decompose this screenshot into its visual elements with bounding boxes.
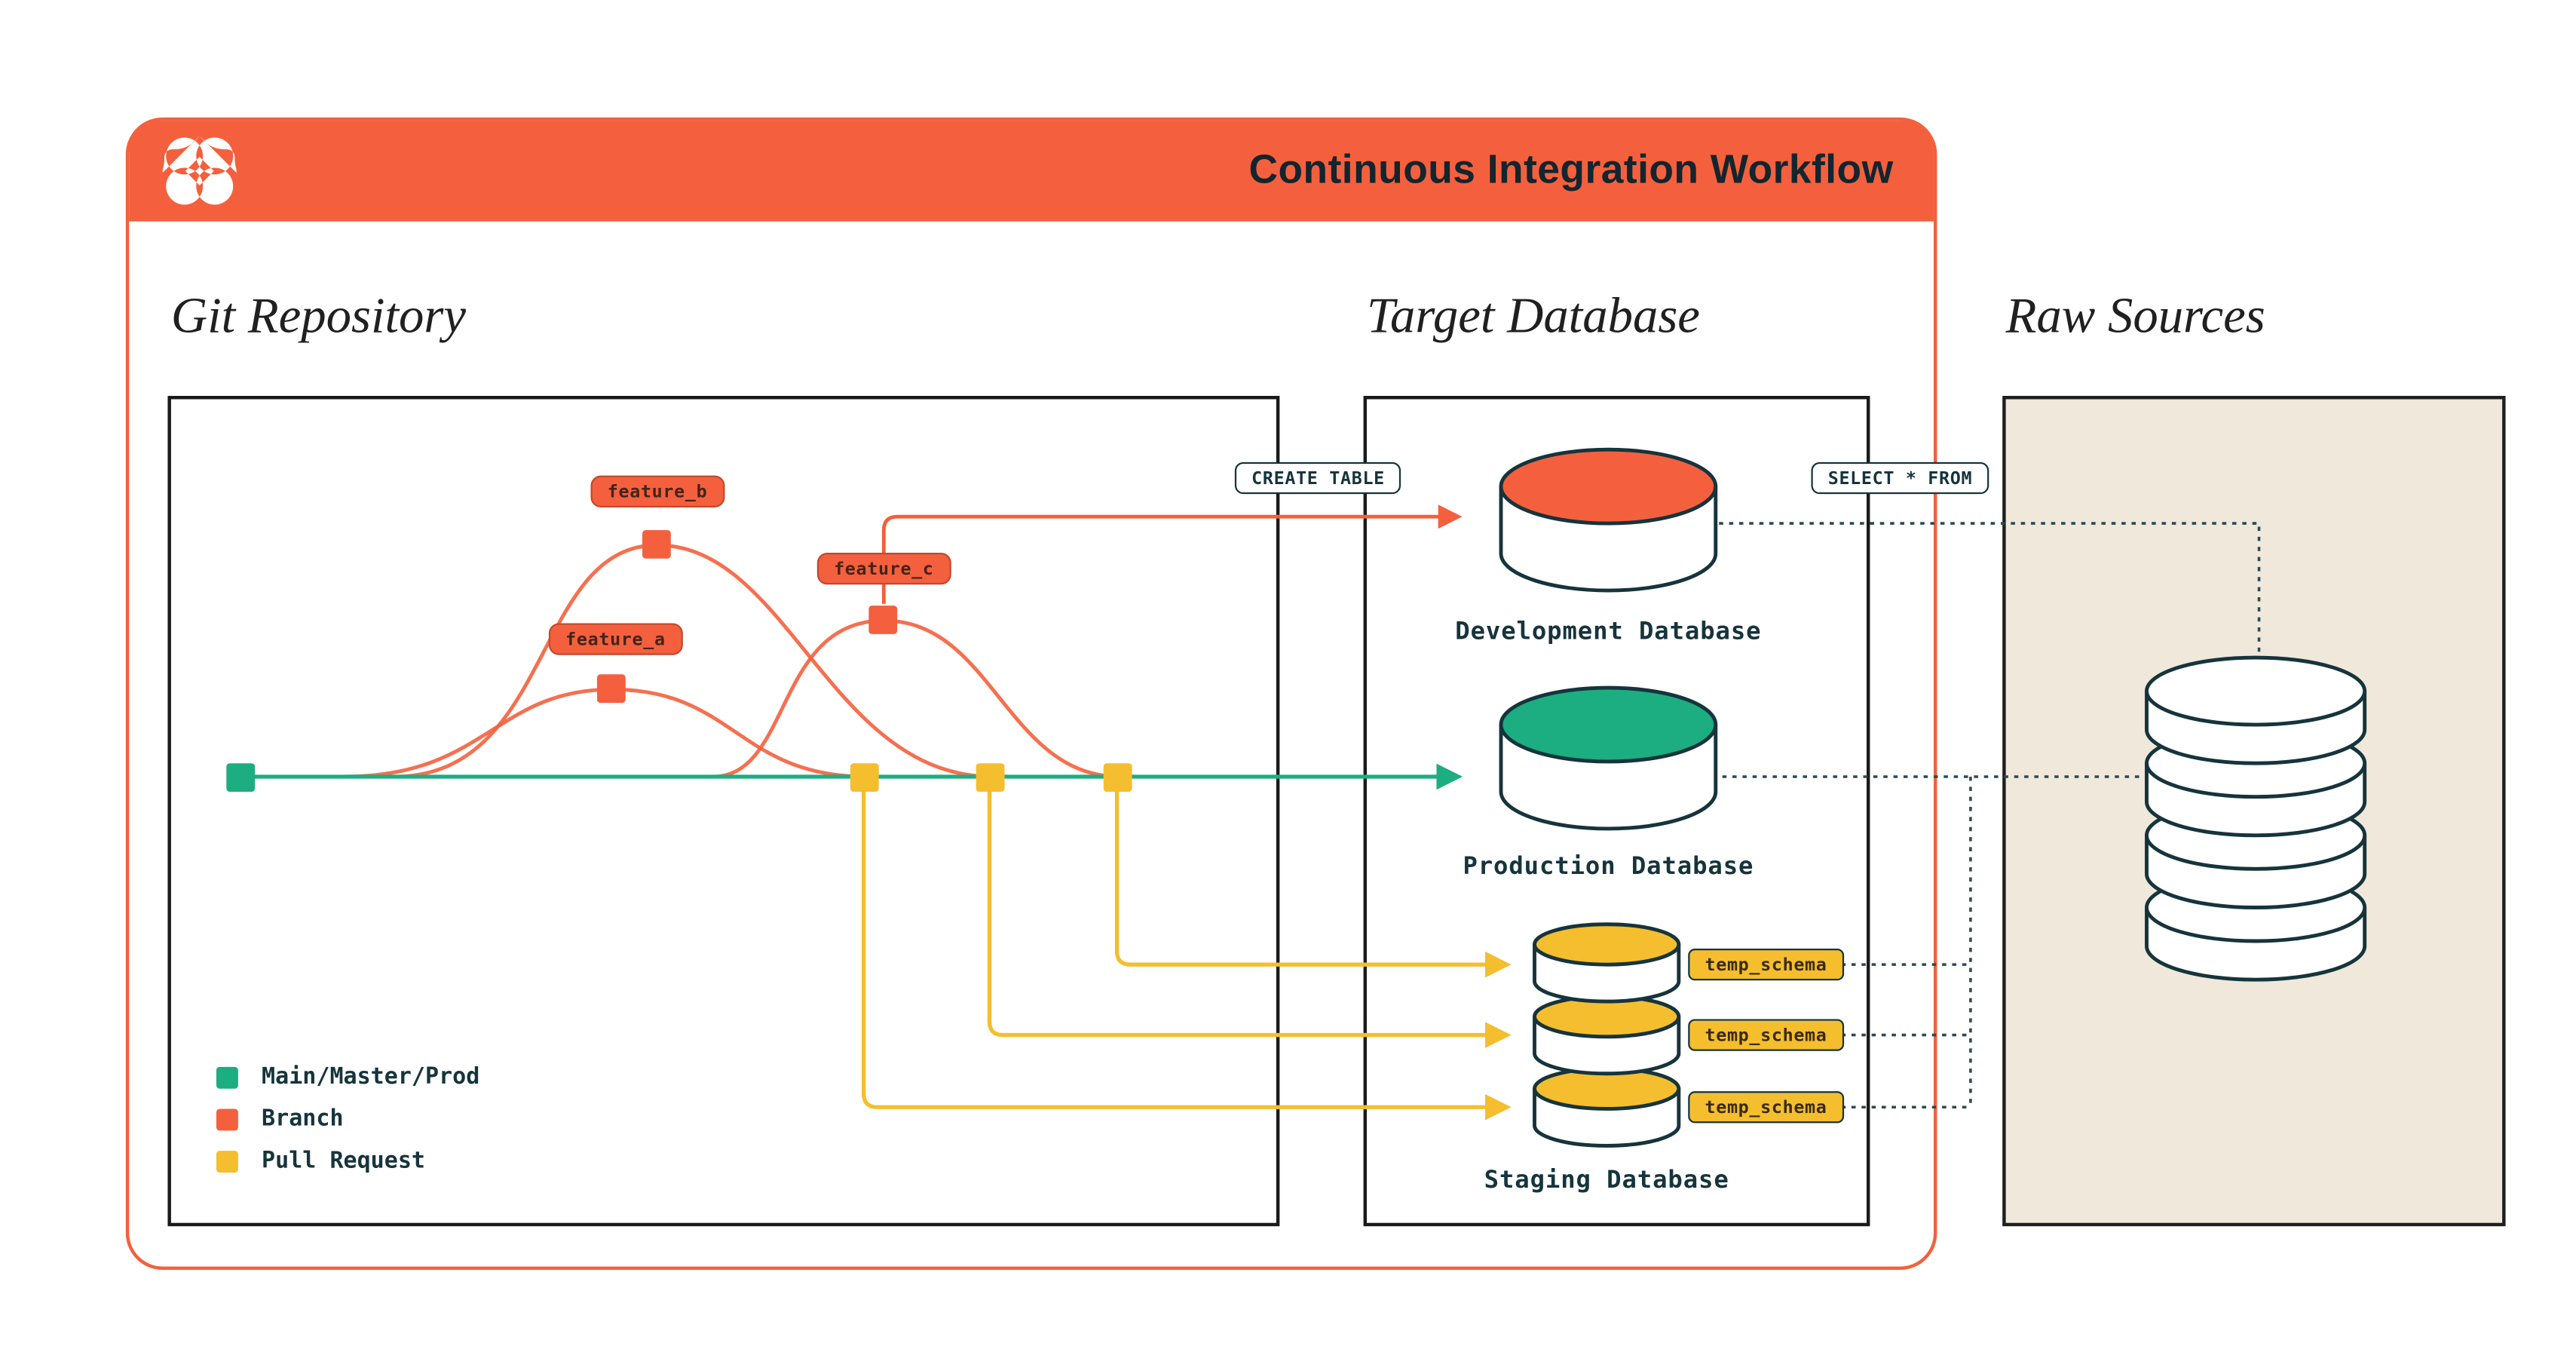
legend-item-branch: Branch xyxy=(216,1105,479,1133)
legend-swatch-branch xyxy=(216,1108,238,1130)
legend-label-main: Main/Master/Prod xyxy=(262,1063,480,1090)
feature-b-commit-square xyxy=(642,529,671,559)
legend-item-pull-request: Pull Request xyxy=(216,1147,479,1175)
legend-swatch-main xyxy=(216,1065,238,1088)
dev-to-raw-dotted-line xyxy=(1719,522,2261,658)
heading-target-database: Target Database xyxy=(1367,288,1700,345)
select-from-badge: SELECT * FROM xyxy=(1811,461,1989,495)
feature-c-commit-square xyxy=(868,606,898,634)
development-database-label: Development Database xyxy=(1455,618,1762,646)
workflow-header-bar: Continuous Integration Workflow xyxy=(129,121,1934,222)
heading-git-repository: Git Repository xyxy=(170,288,467,345)
feature-a-branch-badge: feature_a xyxy=(548,623,682,655)
legend-swatch-pull-request xyxy=(216,1149,238,1172)
branch-curve-feature-c xyxy=(712,618,1121,779)
workflow-title: Continuous Integration Workflow xyxy=(1248,147,1894,193)
pull-request-square-3 xyxy=(1103,763,1132,793)
pull-request-square-2 xyxy=(976,763,1005,793)
pull-request-square-1 xyxy=(850,763,879,793)
create-table-badge: CREATE TABLE xyxy=(1234,461,1402,495)
pr-line-1 xyxy=(1114,792,1512,978)
temp-schema-badge-3: temp_schema xyxy=(1688,1091,1844,1124)
staging-database-label: Staging Database xyxy=(1484,1167,1729,1194)
legend-label-pull-request: Pull Request xyxy=(262,1147,426,1175)
git-legend: Main/Master/Prod Branch Pull Request xyxy=(216,1063,479,1174)
raw-sources-cylinder xyxy=(2145,655,2367,982)
legend-label-branch: Branch xyxy=(262,1105,344,1133)
pr-line-2 xyxy=(987,792,1512,1048)
staging-database-stack xyxy=(1533,922,1681,1148)
production-database-label: Production Database xyxy=(1463,854,1754,881)
feature-b-branch-badge: feature_b xyxy=(590,475,724,507)
ci-create-table-line xyxy=(881,504,1463,604)
pr-line-3 xyxy=(861,792,1512,1121)
temp-schema-badge-1: temp_schema xyxy=(1688,949,1844,981)
production-database-cylinder xyxy=(1499,685,1718,831)
feature-c-branch-badge: feature_c xyxy=(816,553,951,585)
heading-raw-sources: Raw Sources xyxy=(2005,288,2265,345)
legend-item-main: Main/Master/Prod xyxy=(216,1063,479,1090)
temp-schema-badge-2: temp_schema xyxy=(1688,1019,1844,1051)
development-database-cylinder xyxy=(1499,447,1718,593)
dbt-logo-icon xyxy=(151,134,249,208)
git-repository-box xyxy=(167,396,1280,1227)
feature-a-commit-square xyxy=(596,674,626,704)
main-commit-square xyxy=(226,763,256,793)
